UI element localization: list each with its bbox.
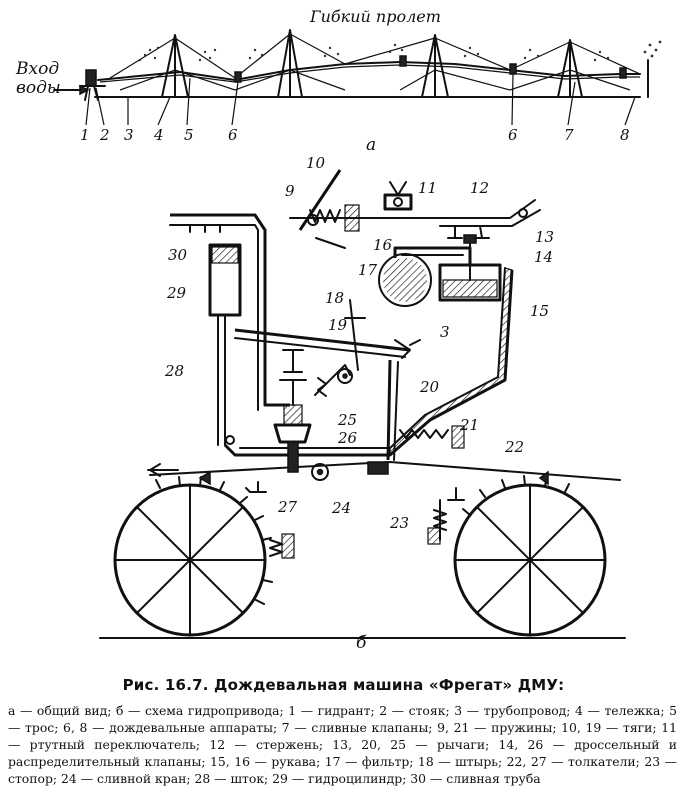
- label-25: 25: [337, 411, 357, 429]
- part-b-label: б: [356, 633, 367, 653]
- label-15: 15: [530, 302, 549, 320]
- figure-diagram: Гибкий пролет Вход воды 1 2 3 4 5 6 6 7 …: [15, 7, 662, 653]
- label-11: 11: [418, 179, 437, 197]
- general-view: Гибкий пролет Вход воды 1 2 3 4 5 6 6 7 …: [15, 7, 662, 155]
- rod-19: [234, 328, 411, 352]
- hydraulic-scheme: 10 9 11 12 13 14 15 16 17 3 18 19 20 21 …: [99, 154, 626, 653]
- pushers: [149, 461, 621, 481]
- hydrocylinder: [208, 243, 242, 446]
- label-26: 26: [337, 429, 358, 447]
- caption-legend: а — общий вид; б — схема гидропривода; 1…: [8, 703, 677, 786]
- label-24: 24: [331, 499, 351, 517]
- flexible-span-title: Гибкий пролет: [309, 7, 441, 26]
- figure-caption: Рис. 16.7. Дождевальная машина «Фрегат» …: [0, 676, 687, 787]
- part-a-label: а: [366, 135, 376, 155]
- label-9: 9: [285, 182, 295, 200]
- sprinkler-spray: [138, 40, 662, 62]
- right-wheel: [453, 475, 607, 637]
- spring-21: [399, 429, 449, 439]
- inlet-label-1: Вход: [15, 59, 59, 79]
- label-10: 10: [306, 154, 326, 172]
- throttle-valve: [438, 234, 502, 302]
- label-7: 7: [564, 126, 574, 144]
- rod-12: [439, 199, 541, 227]
- label-19: 19: [328, 316, 348, 334]
- label-1: 1: [80, 126, 90, 144]
- label-30: 30: [168, 246, 188, 264]
- pin-18: [349, 299, 359, 371]
- distribution-valve: [273, 349, 312, 473]
- label-18: 18: [325, 289, 344, 307]
- spring-9: [309, 209, 341, 223]
- left-wheel: [113, 476, 273, 637]
- rod-10: [298, 169, 342, 231]
- label-4: 4: [153, 126, 164, 144]
- label-22: 22: [504, 438, 524, 456]
- drain-pipe: [170, 213, 290, 407]
- label-28: 28: [164, 362, 184, 380]
- lever-20: [386, 359, 392, 461]
- label-16: 16: [373, 236, 393, 254]
- towers: [161, 29, 583, 98]
- label-13: 13: [535, 228, 554, 246]
- label-21: 21: [459, 416, 479, 434]
- label-27: 27: [277, 498, 298, 516]
- label-17: 17: [358, 261, 378, 279]
- label-20: 20: [419, 378, 440, 396]
- label-12: 12: [470, 179, 489, 197]
- mercury-switch: [383, 181, 413, 211]
- inlet-label-2: воды: [16, 78, 61, 98]
- drain-tap: [311, 463, 329, 481]
- label-8: 8: [620, 126, 630, 144]
- label-2: 2: [99, 126, 110, 144]
- label-6b: 6: [508, 126, 518, 144]
- hydrant: [79, 69, 106, 101]
- label-23: 23: [389, 514, 409, 532]
- label-5: 5: [184, 126, 194, 144]
- label-29: 29: [166, 284, 187, 302]
- label-3-scheme: 3: [440, 323, 450, 341]
- label-3: 3: [124, 126, 134, 144]
- caption-title: Рис. 16.7. Дождевальная машина «Фрегат» …: [122, 676, 565, 694]
- label-14: 14: [534, 248, 553, 266]
- label-6a: 6: [228, 126, 238, 144]
